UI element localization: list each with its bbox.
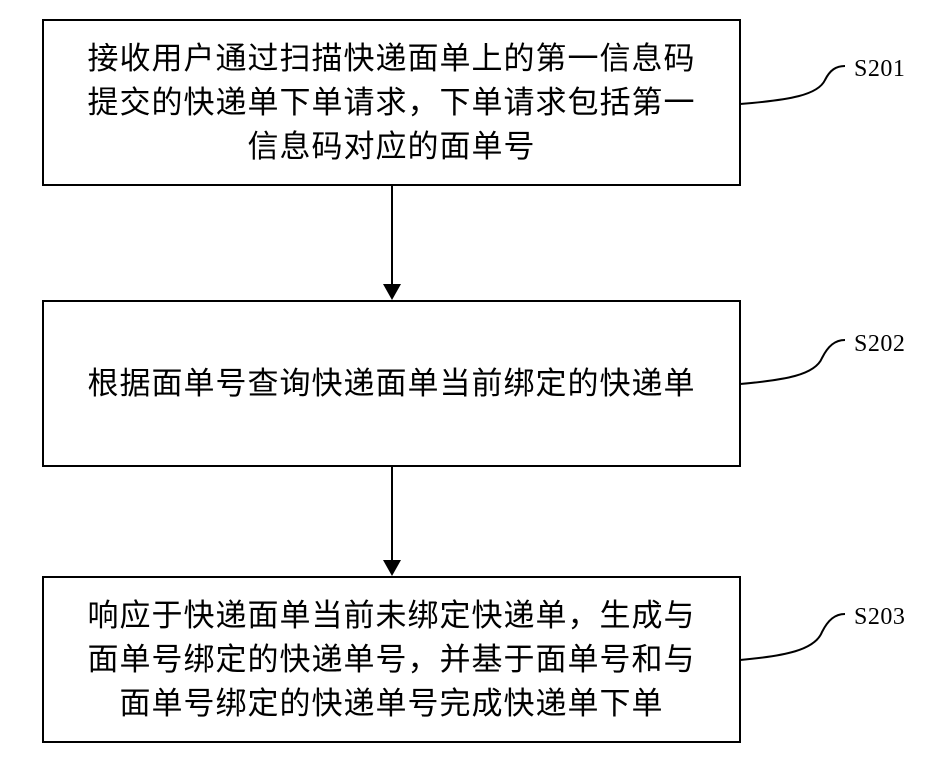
leader-line-s202 (740, 340, 845, 384)
step-label-s203: S203 (854, 604, 905, 631)
leader-line-s201 (740, 66, 845, 104)
step-box-s203: 响应于快递面单当前未绑定快递单，生成与 面单号绑定的快递单号，并基于面单号和与 … (42, 576, 741, 743)
step-label-s202: S202 (854, 331, 905, 358)
step-text-s202: 根据面单号查询快递面单当前绑定的快递单 (88, 362, 696, 406)
leader-line-s203 (740, 614, 845, 660)
step-label-s201: S201 (854, 56, 905, 83)
step-box-s202: 根据面单号查询快递面单当前绑定的快递单 (42, 300, 741, 467)
step-box-s201: 接收用户通过扫描快递面单上的第一信息码 提交的快递单下单请求，下单请求包括第一 … (42, 19, 741, 186)
arrowhead-s202-to-s203 (383, 560, 401, 576)
step-text-s203: 响应于快递面单当前未绑定快递单，生成与 面单号绑定的快递单号，并基于面单号和与 … (88, 594, 696, 726)
step-text-s201: 接收用户通过扫描快递面单上的第一信息码 提交的快递单下单请求，下单请求包括第一 … (88, 37, 696, 169)
arrowhead-s201-to-s202 (383, 284, 401, 300)
